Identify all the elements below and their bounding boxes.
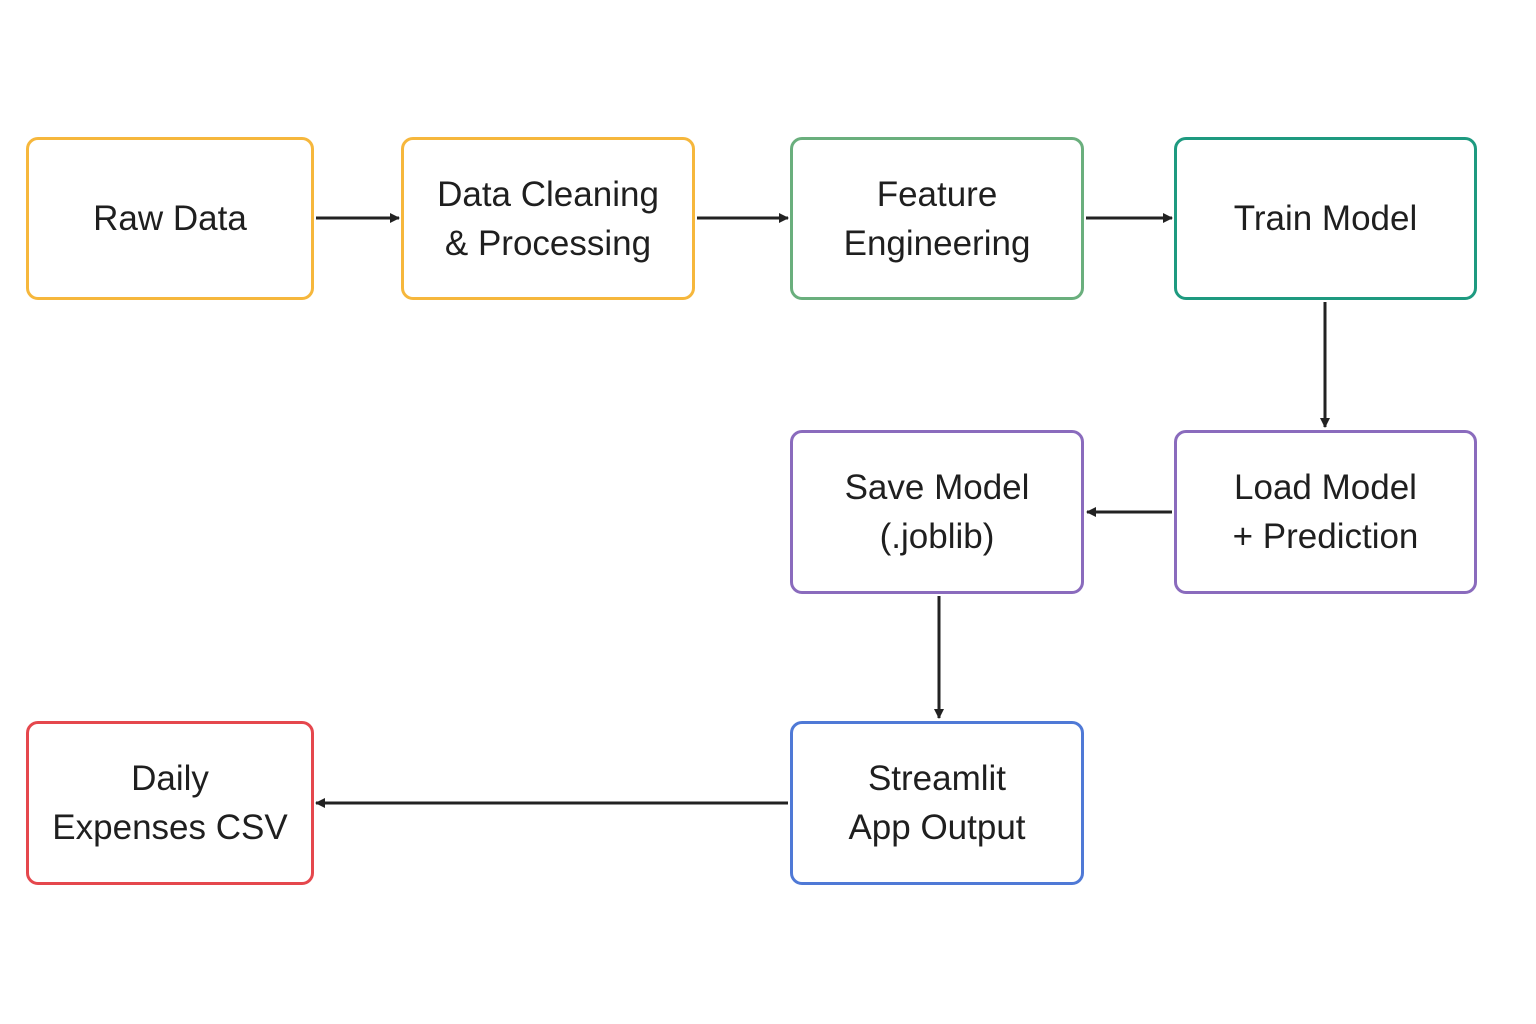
node-daily-expenses: Daily Expenses CSV (26, 721, 314, 885)
node-load-model-label: Load Model + Prediction (1232, 468, 1419, 556)
node-daily-expenses-label: Daily Expenses CSV (52, 759, 288, 847)
node-train-model-label: Train Model (1233, 199, 1418, 238)
node-train-model: Train Model (1174, 137, 1477, 300)
node-streamlit-output: Streamlit App Output (790, 721, 1084, 885)
node-feature-engineering: Feature Engineering (790, 137, 1084, 300)
node-streamlit-output-label: Streamlit App Output (848, 759, 1026, 847)
node-raw-data: Raw Data (26, 137, 314, 300)
node-save-model-label: Save Model (.joblib) (844, 468, 1030, 556)
node-data-cleaning: Data Cleaning & Processing (401, 137, 695, 300)
node-data-cleaning-label: Data Cleaning & Processing (437, 174, 659, 263)
node-load-model: Load Model + Prediction (1174, 430, 1477, 594)
node-save-model: Save Model (.joblib) (790, 430, 1084, 594)
node-raw-data-label: Raw Data (93, 199, 247, 238)
node-feature-engineering-label: Feature Engineering (843, 174, 1031, 263)
